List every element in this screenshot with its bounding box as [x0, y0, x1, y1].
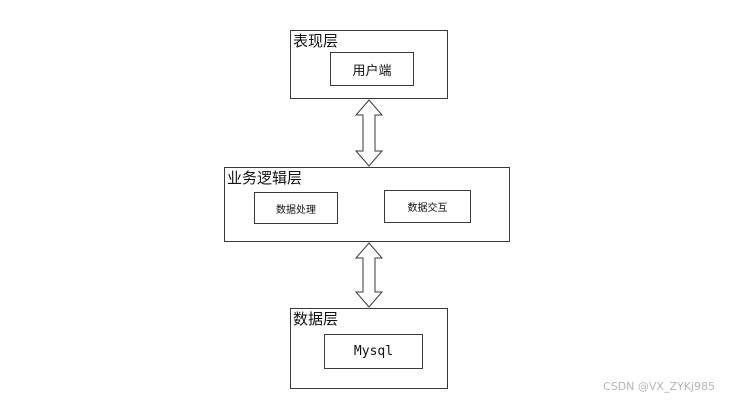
presentation-layer-box: 表现层 用户端: [290, 30, 448, 99]
business-logic-layer-title: 业务逻辑层: [227, 169, 303, 187]
double-arrow-presentation-business: [354, 99, 384, 167]
data-interaction-box: 数据交互: [384, 190, 471, 223]
business-logic-layer-box: 业务逻辑层 数据处理 数据交互: [224, 167, 510, 242]
data-layer-title: 数据层: [293, 310, 339, 328]
client-box: 用户端: [330, 52, 414, 86]
data-processing-box: 数据处理: [254, 192, 338, 224]
presentation-layer-title: 表现层: [293, 32, 339, 50]
data-layer-box: 数据层 Mysql: [290, 308, 448, 389]
mysql-box: Mysql: [324, 334, 423, 369]
double-arrow-business-data: [354, 242, 384, 308]
client-label: 用户端: [352, 63, 392, 79]
csdn-watermark: CSDN @VX_ZYKj985: [603, 380, 715, 393]
mysql-label: Mysql: [353, 344, 394, 359]
data-processing-label: 数据处理: [276, 204, 316, 216]
data-interaction-label: 数据交互: [407, 203, 448, 214]
